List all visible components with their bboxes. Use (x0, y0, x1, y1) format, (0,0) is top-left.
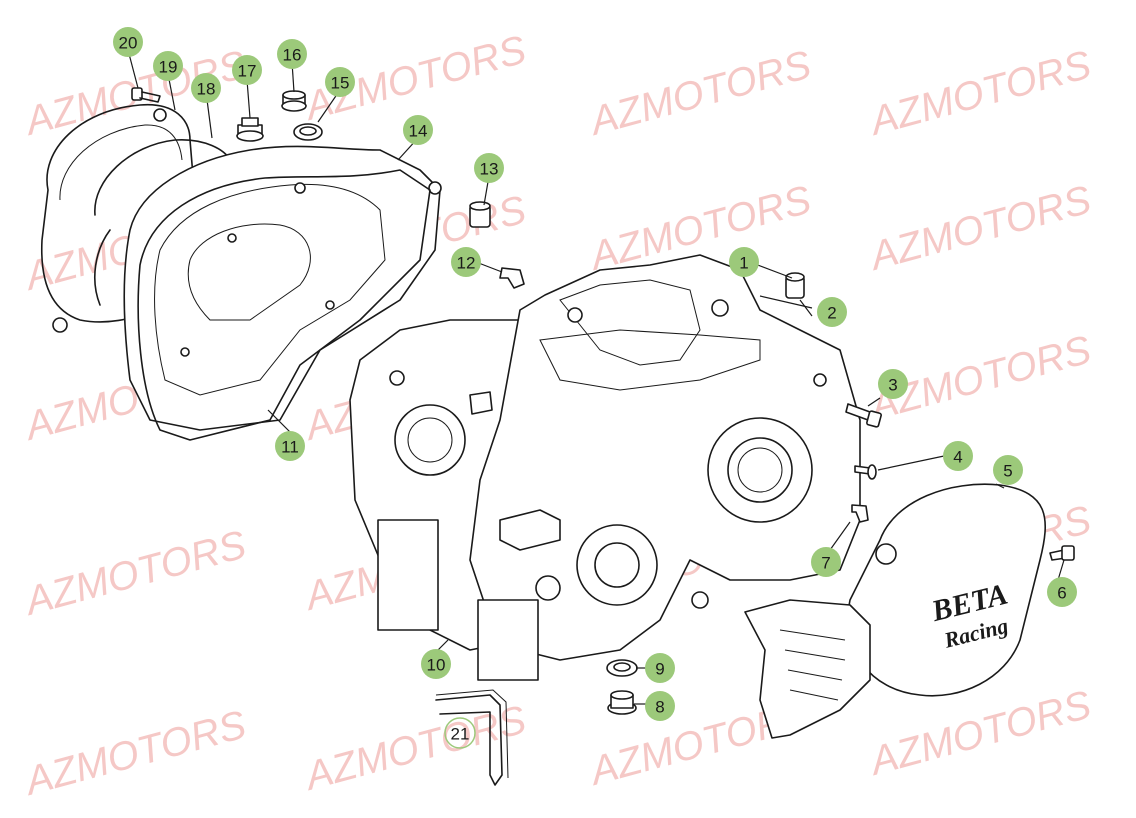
screw-6 (1049, 545, 1075, 561)
callout-13: 13 (474, 153, 504, 183)
callout-badge (232, 55, 262, 85)
callout-badge (153, 51, 183, 81)
callout-label: 21 (451, 725, 470, 744)
callout-18: 18 (191, 73, 221, 103)
cover-gasket (137, 169, 431, 441)
callout-badge (191, 73, 221, 103)
bolt-3 (845, 403, 882, 428)
callout-badge (275, 431, 305, 461)
callout-badge (474, 153, 504, 183)
callout-label: 6 (1057, 584, 1066, 603)
callout-badge (645, 691, 675, 721)
callout-badge (113, 27, 143, 57)
callout-label: 3 (888, 376, 897, 395)
ignition-cover-shroud (744, 599, 871, 739)
callout-19: 19 (153, 51, 183, 81)
callout-label: 19 (159, 58, 178, 77)
watermark-text: AZMOTORS (864, 178, 1096, 280)
callout-21: 21 (444, 717, 476, 749)
plug-8 (607, 690, 637, 715)
clutch-cover-oring (94, 139, 231, 306)
callout-label: 9 (655, 660, 664, 679)
callout-label: 14 (409, 122, 428, 141)
dowel-13 (469, 201, 491, 228)
callout-8: 8 (645, 691, 675, 721)
callout-label: 10 (427, 656, 446, 675)
callout-badge (403, 115, 433, 145)
callout-14: 14 (403, 115, 433, 145)
watermark-text: AZMOTORS (584, 43, 816, 145)
washer-9 (606, 659, 638, 677)
callout-15: 15 (325, 67, 355, 97)
callout-badge (878, 369, 908, 399)
washer-15 (293, 123, 323, 141)
callout-badge (1047, 577, 1077, 607)
callout-16: 16 (277, 39, 307, 69)
callout-label: 2 (827, 304, 836, 323)
callout-label: 13 (480, 160, 499, 179)
fitting-7 (851, 504, 869, 523)
screw-20 (131, 87, 161, 103)
callout-10: 10 (421, 649, 451, 679)
callout-label: 16 (283, 46, 302, 65)
callout-6: 6 (1047, 577, 1077, 607)
callout-4: 4 (943, 441, 973, 471)
callout-badge (729, 247, 759, 277)
callout-badge (444, 717, 476, 749)
callout-2: 2 (817, 297, 847, 327)
callout-12: 12 (451, 247, 481, 277)
callout-label: 17 (238, 62, 257, 81)
callout-5: 5 (993, 455, 1023, 485)
callout-7: 7 (811, 547, 841, 577)
callout-label: 8 (655, 698, 664, 717)
callout-3: 3 (878, 369, 908, 399)
callout-badge (325, 67, 355, 97)
plug-16 (281, 90, 307, 112)
callout-label: 1 (739, 254, 748, 273)
clip-21 (435, 689, 509, 786)
callout-11: 11 (275, 431, 305, 461)
callout-label: 20 (119, 34, 138, 53)
watermark-text: AZMOTORS (864, 43, 1096, 145)
callout-badge (451, 247, 481, 277)
ignition-cover (847, 483, 1046, 697)
watermark-text: AZMOTORS (19, 523, 251, 625)
callout-badge (817, 297, 847, 327)
callout-label: 18 (197, 80, 216, 99)
callout-badge (993, 455, 1023, 485)
callout-20: 20 (113, 27, 143, 57)
callout-label: 4 (953, 448, 962, 467)
watermark-text: AZMOTORS (19, 703, 251, 805)
callout-badge (421, 649, 451, 679)
clutch-inner-cover (123, 145, 442, 431)
watermark-text: AZMOTORS (864, 683, 1096, 785)
fitting-12 (499, 267, 525, 289)
plug-17 (236, 117, 264, 142)
callout-label: 5 (1003, 462, 1012, 481)
callout-label: 11 (281, 438, 299, 457)
callout-label: 12 (457, 254, 476, 273)
crankcase-right-half (469, 254, 861, 681)
callout-badge (277, 39, 307, 69)
callout-badge (943, 441, 973, 471)
callout-badge (811, 547, 841, 577)
callout-label: 7 (821, 554, 830, 573)
dowel-1 (785, 272, 805, 299)
callout-label: 15 (331, 74, 350, 93)
callout-17: 17 (232, 55, 262, 85)
callout-badge (645, 653, 675, 683)
callout-1: 1 (729, 247, 759, 277)
screw-4 (854, 464, 877, 480)
callout-9: 9 (645, 653, 675, 683)
